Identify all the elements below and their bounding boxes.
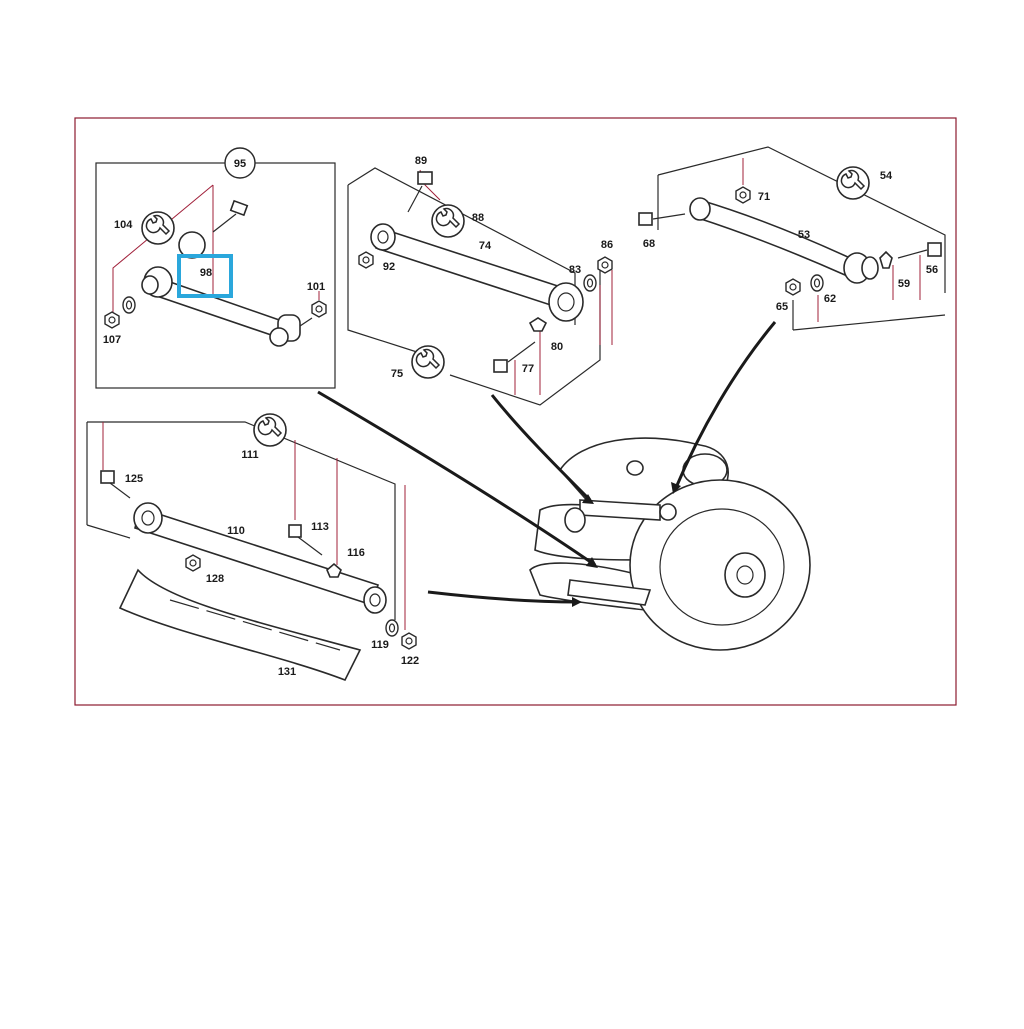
label-59: 59 [898, 278, 910, 290]
highlight-box-98 [177, 254, 233, 298]
hub-disc [629, 479, 811, 651]
label-110: 110 [227, 525, 245, 537]
label-88: 88 [472, 212, 484, 224]
label-53: 53 [798, 229, 810, 241]
label-62: 62 [824, 293, 836, 305]
label-77: 77 [522, 363, 534, 375]
wrench-icon [411, 345, 445, 379]
label-101: 101 [307, 281, 325, 293]
label-92: 92 [383, 261, 395, 273]
label-111: 111 [241, 449, 258, 461]
label-75: 75 [391, 368, 403, 380]
label-54: 54 [880, 170, 893, 182]
brace-131 [118, 568, 362, 682]
callout-circle-95 [224, 147, 256, 179]
label-128: 128 [206, 573, 224, 585]
label-95: 95 [234, 158, 246, 170]
label-71: 71 [758, 191, 770, 203]
label-83: 83 [569, 264, 581, 276]
label-86: 86 [601, 239, 613, 251]
label-98: 98 [200, 267, 212, 279]
hub-assembly [529, 437, 811, 651]
outer-frame [74, 117, 957, 706]
arm-53 [697, 198, 851, 277]
label-113: 113 [311, 521, 329, 533]
label-65: 65 [776, 301, 788, 313]
group-95: 95 104 98 101 107 [95, 147, 336, 389]
label-104: 104 [114, 219, 133, 231]
group-74: 89 88 74 92 86 83 80 77 75 [347, 155, 613, 406]
label-122: 122 [401, 655, 419, 667]
label-107: 107 [103, 334, 121, 346]
label-119: 119 [371, 639, 389, 651]
pointer-arrows [317, 321, 777, 607]
label-68: 68 [643, 238, 655, 250]
arm-110 [134, 506, 379, 607]
wrench-icon [141, 211, 175, 245]
label-89: 89 [415, 155, 427, 167]
label-56: 56 [926, 264, 938, 276]
label-80: 80 [551, 341, 563, 353]
label-116: 116 [347, 547, 365, 559]
group-110: 111 125 110 113 116 128 119 122 131 [86, 413, 419, 682]
label-74: 74 [479, 240, 492, 252]
wrench-icon [431, 204, 465, 238]
wrench-icon [253, 413, 287, 447]
arm-74 [375, 226, 571, 312]
wrench-icon [836, 166, 870, 200]
label-125: 125 [125, 473, 143, 485]
label-131: 131 [278, 666, 296, 678]
group-53: 54 71 68 53 56 59 65 62 [638, 146, 946, 331]
group-95-box [95, 162, 336, 389]
